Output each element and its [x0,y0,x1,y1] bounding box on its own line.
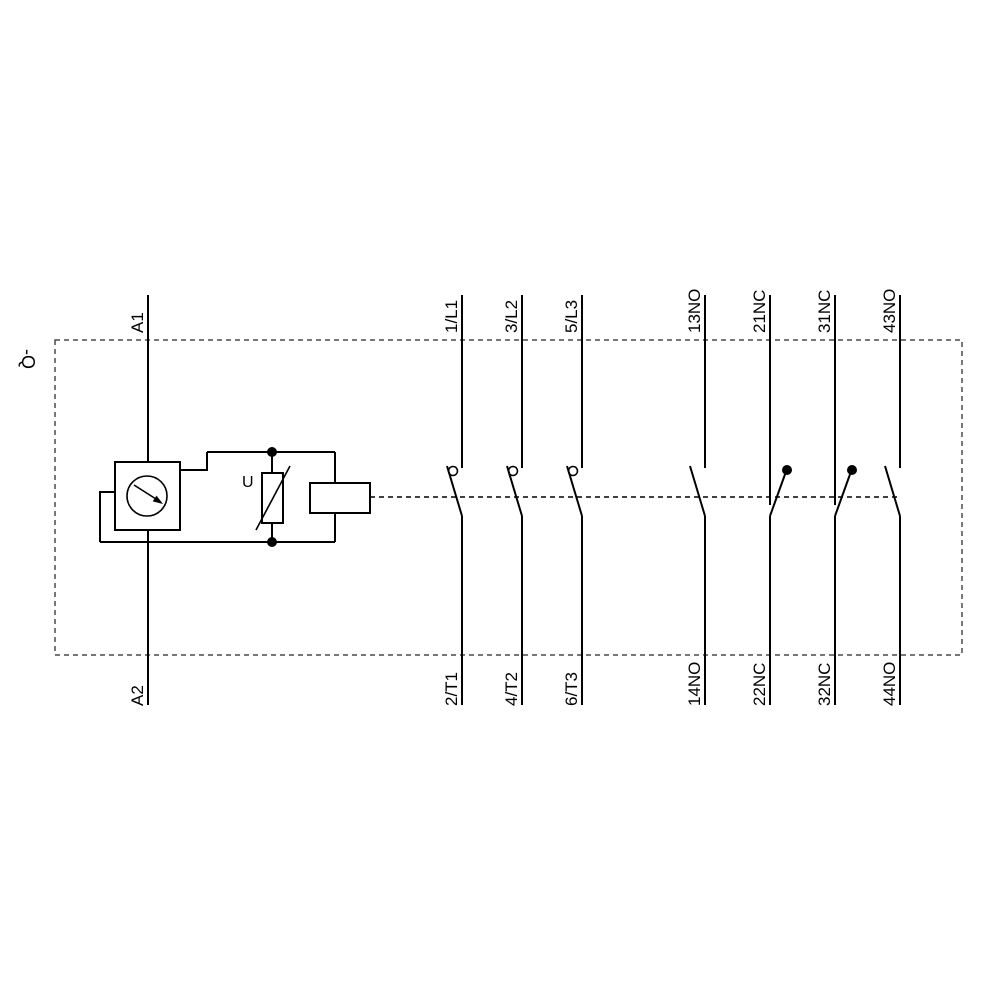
main-contact-1-fixed-contact-icon [447,465,459,477]
terminal-label-1l1: 1/L1 [442,300,461,333]
terminal-label-44no: 44NO [880,662,899,706]
junction-dot-bottom [267,537,277,547]
main-contact-3 [566,295,583,705]
terminal-label-13no: 13NO [685,289,704,333]
terminal-label-5l3: 5/L3 [562,300,581,333]
coil-circuit: U [99,295,371,705]
main-contact-2-lines [506,295,523,705]
junction-dot-top [267,447,277,457]
reference-designator: -Q [18,349,38,369]
aux-nc-contact-lines [769,295,789,705]
actuator-arrow-icon [133,484,157,500]
varistor-label: U [242,474,254,491]
main-contact-3-lines [566,295,583,705]
aux-nc-contact-dot [847,465,857,475]
terminal-label-32nc: 32NC [815,663,834,706]
terminal-label-6t3: 6/T3 [562,672,581,706]
aux-no-contact-lines [884,295,901,705]
main-contact-2-fixed-contact-icon [507,465,519,477]
aux-no-contact-lines [689,295,706,705]
actuator-box [114,461,181,531]
aux-nc-contact-lines [834,295,854,705]
main-contact-1 [446,295,463,705]
aux-contact-43-44-no [884,295,901,705]
terminal-label-22nc: 22NC [750,663,769,706]
actuator-circle-icon [126,475,168,517]
main-contact-3-fixed-contact-icon [567,465,579,477]
terminal-label-3l2: 3/L2 [502,300,521,333]
main-contact-2 [506,295,523,705]
aux-contact-13-14-no [689,295,706,705]
terminal-label-4t2: 4/T2 [502,672,521,706]
aux-contact-31-32-nc [834,295,857,705]
terminal-label-a1: A1 [128,312,147,333]
aux-nc-contact-dot [782,465,792,475]
varistor-diagonal [255,465,291,531]
aux-contact-21-22-nc [769,295,792,705]
terminal-label-31nc: 31NC [815,290,834,333]
device-boundary-dashed-box [54,339,963,656]
actuator-arrowhead-icon [152,495,163,504]
terminal-label-14no: 14NO [685,662,704,706]
terminal-label-43no: 43NO [880,289,899,333]
terminal-label-a2: A2 [128,685,147,706]
terminal-label-21nc: 21NC [750,290,769,333]
drive-block [309,482,371,514]
terminal-label-2t1: 2/T1 [442,672,461,706]
main-contact-1-lines [446,295,463,705]
